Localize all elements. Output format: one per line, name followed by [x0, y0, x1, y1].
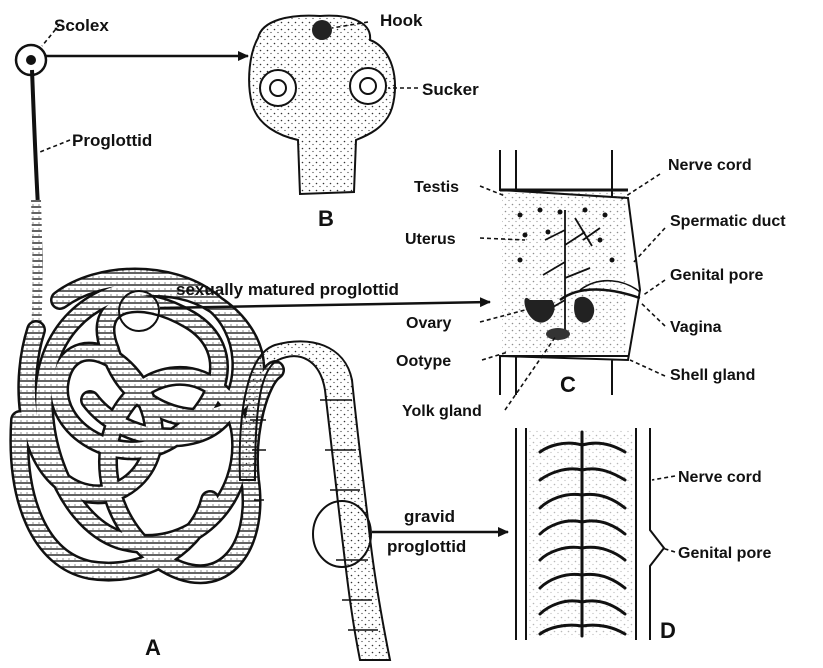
panel-d-gravid-proglottid [516, 428, 664, 640]
panel-letter-a: A [145, 635, 161, 660]
label-genital-pore-d: Genital pore [678, 545, 771, 562]
label-genital-pore-c: Genital pore [670, 267, 763, 284]
sucker-right [350, 68, 386, 104]
label-ovary: Ovary [406, 315, 451, 332]
label-hook: Hook [380, 11, 423, 30]
sucker-left [260, 70, 296, 106]
coiled-body [19, 278, 275, 575]
label-uterus: Uterus [405, 231, 456, 248]
label-vagina: Vagina [670, 319, 722, 336]
label-sexually-matured-proglottid: sexually matured proglottid [176, 280, 399, 299]
label-gravid: gravid [404, 507, 455, 526]
panel-letter-d: D [660, 618, 676, 643]
label-sucker: Sucker [422, 80, 479, 99]
label-spermatic-duct: Spermatic duct [670, 213, 786, 230]
gravid-tail [240, 341, 390, 660]
label-scolex: Scolex [54, 16, 109, 35]
panel-b-scolex [249, 16, 395, 194]
scolex-head [26, 55, 36, 65]
label-proglottid: Proglottid [72, 131, 152, 150]
panel-c-mature-proglottid [500, 150, 640, 395]
label-nerve-cord-d: Nerve cord [678, 469, 762, 486]
label-testis: Testis [414, 179, 459, 196]
strobila-thin [36, 200, 38, 330]
label-yolk-gland: Yolk gland [402, 403, 482, 420]
rostellum-hooks [312, 20, 332, 40]
label-ootype: Ootype [396, 353, 451, 370]
label-nerve-cord-c: Nerve cord [668, 157, 752, 174]
yolk-gland-c [546, 328, 570, 340]
label-gravid-proglottid: proglottid [387, 537, 466, 556]
label-shell-gland: Shell gland [670, 367, 755, 384]
panel-letter-c: C [560, 372, 576, 397]
panel-letter-b: B [318, 206, 334, 231]
